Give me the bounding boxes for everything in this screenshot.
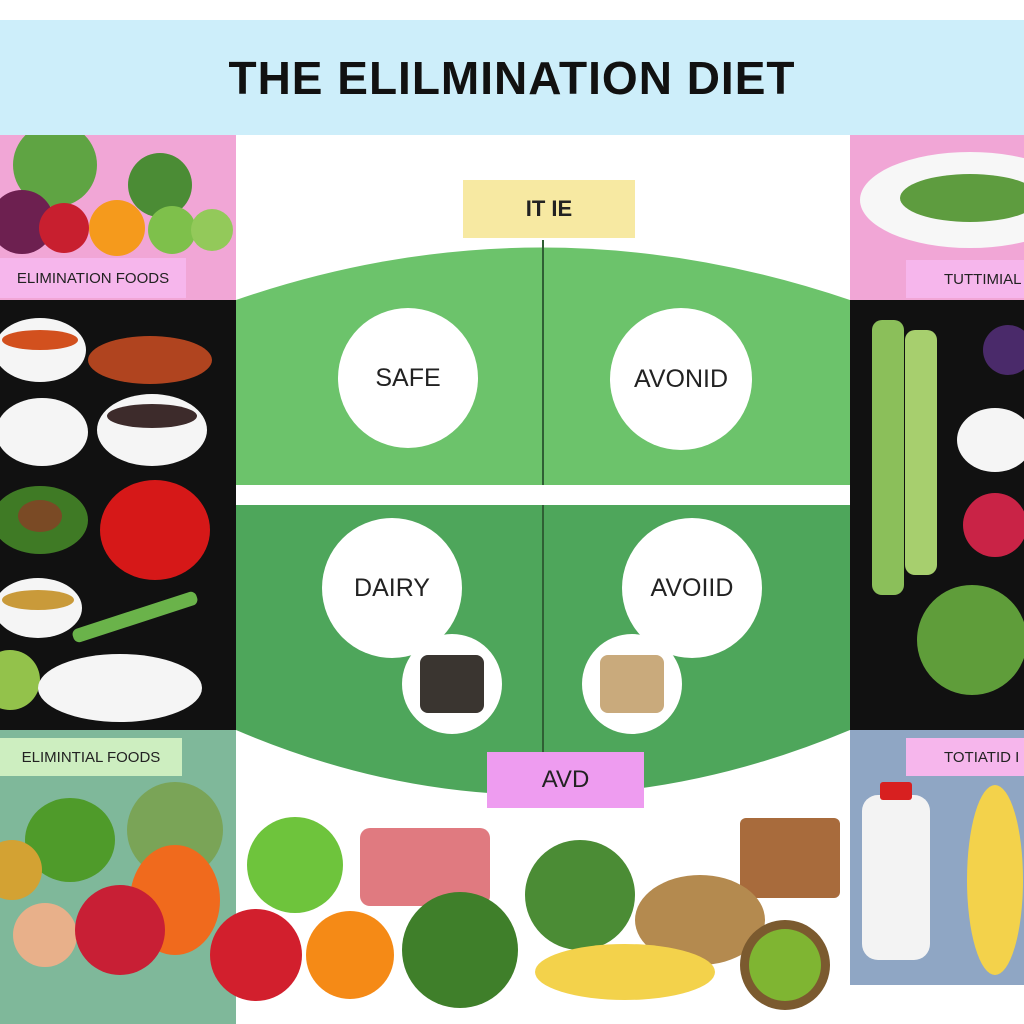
grains-icon: [2, 590, 74, 610]
banana-icon: [967, 785, 1023, 975]
lime-icon: [148, 206, 196, 254]
safe-circle: SAFE: [338, 308, 478, 448]
center-tag: IT IE: [463, 180, 635, 238]
green-apple-icon: [247, 817, 343, 913]
potato-icon: [635, 875, 765, 965]
left-top-label: ELIMINATION FOODS: [0, 258, 186, 298]
red-apple-icon: [210, 909, 302, 1001]
berries-icon: [983, 325, 1024, 375]
leek-icon: [872, 320, 904, 595]
apple-icon: [39, 203, 89, 253]
avoid-label-top: AVONID: [634, 364, 728, 393]
cake-icon: [740, 818, 840, 898]
light-seed-pile: [600, 655, 664, 713]
rice-bowl-icon: [0, 398, 88, 466]
avoid-label-bottom: AVOIID: [650, 573, 734, 602]
lentils-icon: [88, 336, 212, 384]
orange-icon: [89, 200, 145, 256]
red-pepper-icon: [100, 480, 210, 580]
orange-icon: [306, 911, 394, 999]
green-apple-icon: [191, 209, 233, 251]
leek-icon: [905, 330, 937, 575]
soup-bowl-icon: [0, 318, 86, 382]
onion-icon: [13, 903, 77, 967]
right-bottom-label: TOTIATID I: [906, 738, 1024, 776]
dairy-label: DAIRY: [354, 573, 430, 602]
nut-bowl-icon: [957, 408, 1024, 472]
banana-icon: [535, 944, 715, 1000]
broccoli-icon: [525, 840, 635, 950]
lettuce-icon: [13, 123, 97, 207]
soup-icon: [2, 330, 78, 350]
green-onion-icon: [72, 591, 198, 643]
raspberries-icon: [963, 493, 1024, 557]
avoid-circle-bottom: AVOIID: [622, 518, 762, 658]
kiwi-flesh-icon: [749, 929, 821, 1001]
avoid-circle-top: AVONID: [610, 308, 752, 450]
milk-bottle-icon: [862, 795, 930, 960]
dairy-circle: DAIRY: [322, 518, 462, 658]
milk-cap-icon: [880, 782, 912, 800]
right-top-label-text: TUTTIMIAL: [944, 270, 1022, 288]
pineapple-icon: [0, 840, 42, 900]
green-pepper-icon: [25, 798, 115, 882]
right-bottom-label-text: TOTIATID I: [944, 748, 1020, 766]
left-bottom-label-text: ELIMINTIAL FOODS: [21, 748, 161, 766]
right-top-label: TUTTIMIAL: [906, 260, 1024, 298]
safe-label: SAFE: [375, 363, 441, 392]
avocado-pit-icon: [18, 500, 62, 532]
meat-icon: [360, 828, 490, 906]
wild-rice-icon: [107, 404, 197, 428]
bottom-tag-text: AVD: [541, 766, 590, 793]
beet-icon: [0, 190, 54, 254]
left-top-label-text: ELIMINATION FOODS: [16, 269, 170, 287]
quinoa-bowl-icon: [38, 654, 202, 722]
bottom-tag: AVD: [487, 752, 644, 808]
broccoli-icon: [917, 585, 1024, 695]
page-title: THE ELILMINATION DIET: [228, 51, 796, 104]
broccoli-icon: [128, 153, 192, 217]
left-bottom-label: ELIMINTIAL FOODS: [0, 738, 182, 776]
center-tag-text: IT IE: [525, 196, 573, 221]
title-bar: THE ELILMINATION DIET: [0, 20, 1024, 135]
red-apple-icon: [75, 885, 165, 975]
salad-icon: [900, 174, 1024, 222]
lime-slice-icon: [0, 650, 40, 710]
broccoli-icon: [402, 892, 518, 1008]
dark-seed-pile: [420, 655, 484, 713]
